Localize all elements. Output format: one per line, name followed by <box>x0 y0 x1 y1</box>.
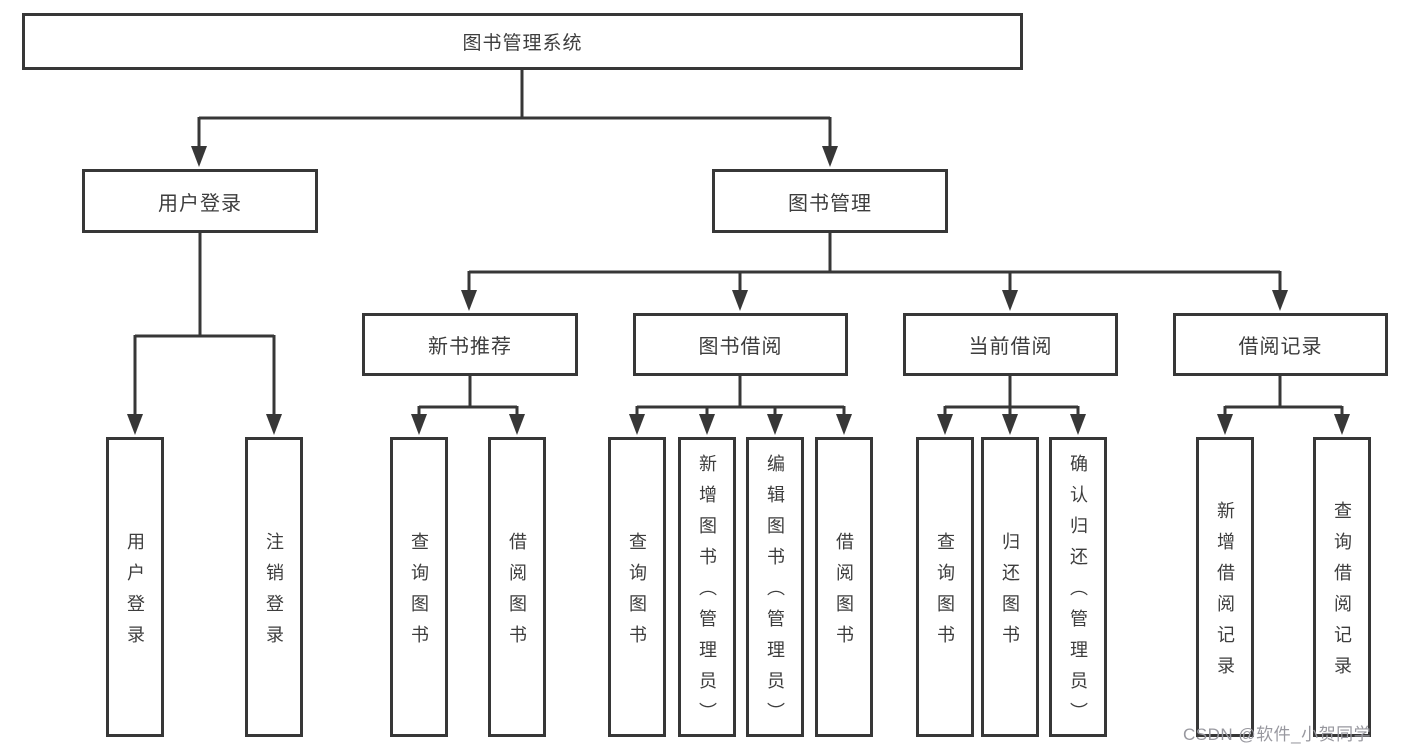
leaf-query-books-current: 查询图书 <box>916 437 974 737</box>
node-label: 图书借阅 <box>698 336 783 358</box>
leaf-logout: 注销登录 <box>245 437 303 737</box>
node-label: 编辑图书（管理员） <box>765 454 785 733</box>
node-label: 查询图书 <box>935 531 955 656</box>
node-label: 用户登录 <box>125 531 145 656</box>
node-book-borrow: 图书借阅 <box>633 313 848 376</box>
node-label: 查询图书 <box>627 531 647 656</box>
node-label: 新增借阅记录 <box>1215 500 1235 687</box>
node-label: 当前借阅 <box>968 336 1053 358</box>
node-current-borrow: 当前借阅 <box>903 313 1118 376</box>
node-label: 借阅记录 <box>1238 336 1323 358</box>
leaf-return-books: 归还图书 <box>981 437 1039 737</box>
node-label: 借阅图书 <box>507 531 527 656</box>
leaf-query-borrow-record: 查询借阅记录 <box>1313 437 1371 737</box>
node-label: 确认归还（管理员） <box>1068 454 1088 733</box>
node-label: 注销登录 <box>264 531 284 656</box>
node-label: 新增图书（管理员） <box>697 454 717 733</box>
leaf-borrow-books-recommend: 借阅图书 <box>488 437 546 737</box>
leaf-confirm-return-admin: 确认归还（管理员） <box>1049 437 1107 737</box>
watermark: CSDN @软件_小贺同学 <box>1183 725 1372 744</box>
node-label: 借阅图书 <box>834 531 854 656</box>
leaf-user-login: 用户登录 <box>106 437 164 737</box>
node-label: 图书管理系统 <box>462 33 583 54</box>
node-label: 用户登录 <box>158 192 242 215</box>
leaf-add-books-admin: 新增图书（管理员） <box>678 437 736 737</box>
node-new-book-recommend: 新书推荐 <box>362 313 578 376</box>
leaf-borrow-books: 借阅图书 <box>815 437 873 737</box>
leaf-add-borrow-record: 新增借阅记录 <box>1196 437 1254 737</box>
node-label: 查询借阅记录 <box>1332 500 1352 687</box>
node-label: 新书推荐 <box>428 336 512 358</box>
node-user-login: 用户登录 <box>82 169 318 233</box>
leaf-query-books-recommend: 查询图书 <box>390 437 448 737</box>
node-book-management: 图书管理 <box>712 169 948 233</box>
leaf-query-books-borrow: 查询图书 <box>608 437 666 737</box>
node-root-library-management-system: 图书管理系统 <box>22 13 1023 70</box>
node-label: 归还图书 <box>1000 531 1020 656</box>
leaf-edit-books-admin: 编辑图书（管理员） <box>746 437 804 737</box>
node-label: 图书管理 <box>788 192 872 215</box>
node-borrow-records: 借阅记录 <box>1173 313 1388 376</box>
node-label: 查询图书 <box>409 531 429 656</box>
